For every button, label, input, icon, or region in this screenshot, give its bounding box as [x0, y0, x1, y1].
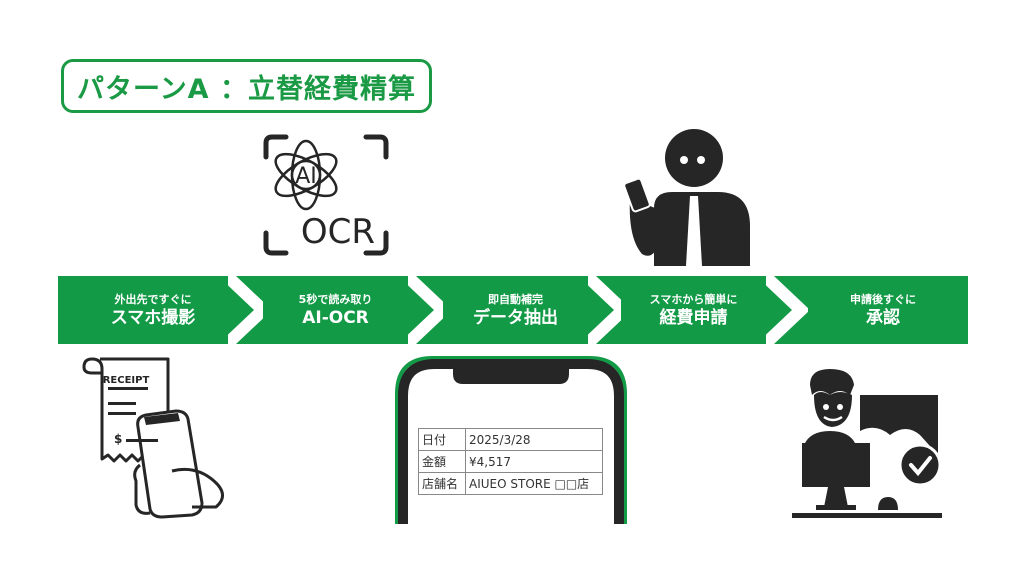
step-5: 申請後すぐに 承認: [808, 276, 958, 344]
table-row: 日付 2025/3/28: [418, 428, 603, 451]
table-row: 金額 ¥4,517: [418, 450, 603, 473]
svg-text:OCR: OCR: [301, 212, 375, 252]
svg-text:$: $: [114, 432, 122, 446]
step-1: 外出先ですぐに スマホ撮影: [78, 276, 228, 344]
process-flow: 外出先ですぐに スマホ撮影 5秒で読み取り AI-OCR 即自動補完 データ抽出…: [58, 276, 968, 344]
step-4: スマホから簡単に 経費申請: [621, 276, 766, 344]
receipt-smartphone-icon: RECEIPT $: [82, 357, 224, 519]
svg-text:RECEIPT: RECEIPT: [103, 375, 150, 386]
page-title: パターンA ：立替経費精算: [77, 73, 416, 105]
svg-text:AI: AI: [295, 164, 317, 189]
step-2: 5秒で読み取り AI-OCR: [263, 276, 408, 344]
smartphone-frame: [395, 356, 627, 524]
title-box: パターンA ：立替経費精算: [61, 59, 432, 113]
person-with-phone-icon: [623, 129, 750, 266]
table-row: 店舗名 AIUEO STORE □□店: [418, 472, 603, 495]
extracted-data-table: 日付 2025/3/28 金額 ¥4,517 店舗名 AIUEO STORE □…: [418, 428, 603, 495]
approver-desk-icon: [792, 369, 942, 518]
step-3: 即自動補完 データ抽出: [443, 276, 588, 344]
ai-ocr-icon: AI OCR: [263, 134, 389, 256]
